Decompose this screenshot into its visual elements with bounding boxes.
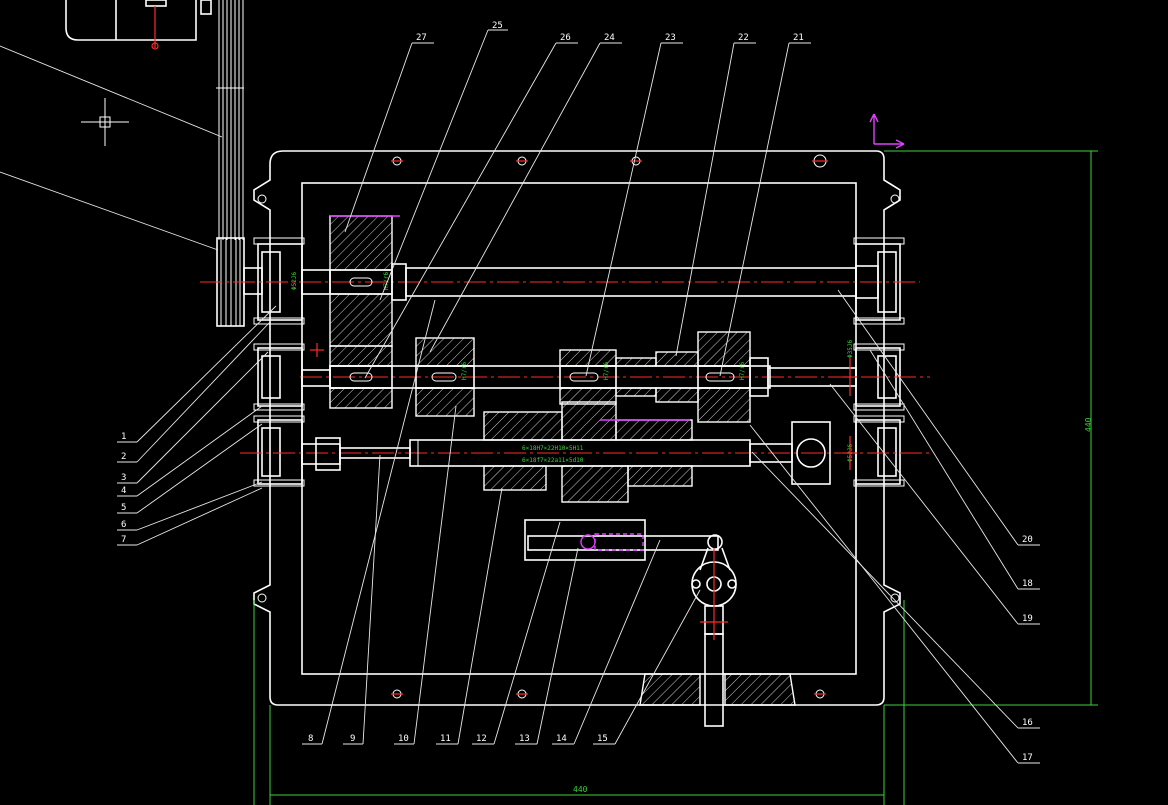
callouts-right: 20 18 19 16 17 bbox=[749, 289, 1040, 764]
dimension-lines bbox=[253, 150, 1098, 805]
ucs-axis-icon bbox=[869, 113, 905, 149]
housing-bolt-holes bbox=[257, 154, 900, 699]
callouts-bottom: 8 9 10 11 12 13 14 15 bbox=[302, 299, 701, 745]
bearing-fit-1: Φ52J6 bbox=[291, 272, 298, 290]
callout-17: 17 bbox=[1022, 753, 1033, 763]
callout-4: 4 bbox=[121, 486, 126, 496]
callout-2: 2 bbox=[121, 452, 126, 462]
callout-9: 9 bbox=[350, 734, 355, 744]
center-marks bbox=[310, 343, 857, 470]
callout-1: 1 bbox=[121, 432, 126, 442]
fit-right-gear: H7/r6 bbox=[739, 362, 746, 380]
motor-and-belt-drive bbox=[0, 0, 263, 327]
crosshair-cursor-icon bbox=[81, 98, 129, 146]
sliding-gear-block bbox=[483, 401, 693, 503]
callout-23: 23 bbox=[665, 33, 676, 43]
intermediate-shaft bbox=[300, 331, 930, 423]
callout-19: 19 bbox=[1022, 614, 1033, 624]
callout-27: 27 bbox=[416, 33, 427, 43]
callout-6: 6 bbox=[121, 520, 126, 530]
callout-16: 16 bbox=[1022, 718, 1033, 728]
fit-mid-gear-b: H7/r6 bbox=[603, 362, 610, 380]
gearbox-housing bbox=[253, 150, 901, 706]
overall-height-dimension: 440 bbox=[1084, 417, 1093, 432]
v-belt bbox=[216, 0, 244, 240]
bearing-fit-2: Φ35J6 bbox=[847, 340, 854, 358]
callout-7: 7 bbox=[121, 535, 126, 545]
overall-width-dimension: 440 bbox=[573, 785, 588, 794]
callout-11: 11 bbox=[440, 734, 451, 744]
gear-26 bbox=[329, 345, 393, 409]
callout-13: 13 bbox=[519, 734, 530, 744]
shift-mechanism bbox=[524, 519, 737, 727]
callouts-top: 27 25 26 24 23 22 21 bbox=[344, 21, 811, 379]
output-shaft bbox=[240, 401, 930, 503]
gear-27 bbox=[329, 215, 400, 347]
callout-22: 22 bbox=[738, 33, 749, 43]
callout-10: 10 bbox=[398, 734, 409, 744]
gear-24 bbox=[415, 337, 475, 417]
fit-mid-gear-a: H7/r6 bbox=[461, 362, 468, 380]
callout-20: 20 bbox=[1022, 535, 1033, 545]
spline-annotation-1: 6×18H7×22H10×5H11 bbox=[522, 445, 584, 452]
callout-8: 8 bbox=[308, 734, 313, 744]
callout-21: 21 bbox=[793, 33, 804, 43]
callout-14: 14 bbox=[556, 734, 567, 744]
input-shaft bbox=[200, 215, 920, 347]
callout-26: 26 bbox=[560, 33, 571, 43]
callout-15: 15 bbox=[597, 734, 608, 744]
fit-top-gear: H7/r6 bbox=[383, 272, 390, 290]
callout-18: 18 bbox=[1022, 579, 1033, 589]
callout-25: 25 bbox=[492, 21, 503, 31]
callout-24: 24 bbox=[604, 33, 615, 43]
callouts-left: 1 2 3 4 5 6 7 bbox=[117, 305, 277, 546]
callout-12: 12 bbox=[476, 734, 487, 744]
spline-annotation-2: 6×18f7×22a11×5d10 bbox=[522, 457, 584, 464]
gear-21 bbox=[697, 331, 751, 423]
callout-5: 5 bbox=[121, 503, 126, 513]
callout-3: 3 bbox=[121, 473, 126, 483]
